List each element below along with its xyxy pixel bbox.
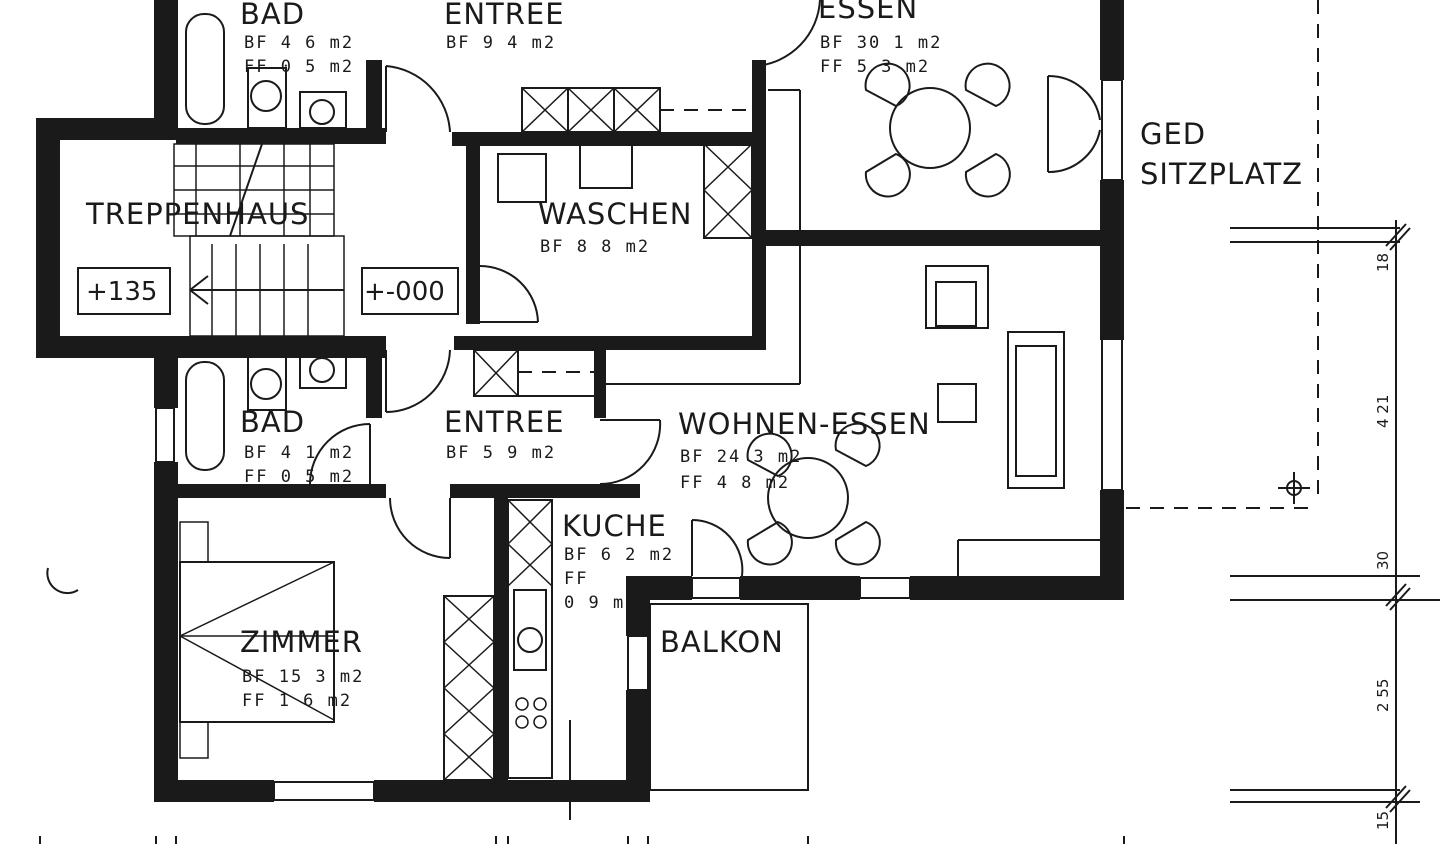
room-label-wohnen-essen: WOHNEN-ESSEN BF 24 3 m2 FF 4 8 m2 [678,407,931,493]
room-bf: BF 5 9 m2 [446,443,556,463]
room-name: WASCHEN [538,197,692,231]
level-left: +135 [86,277,157,307]
room-label-entree-top: ENTREE BF 9 4 m2 [444,0,565,53]
level-box-right [361,267,459,315]
room-label-treppenhaus: TREPPENHAUS [85,197,309,231]
room-bf: BF 24 3 m2 [680,447,802,467]
room-ff: FF 0 5 m2 [244,467,354,487]
room-name: BAD [240,0,305,31]
room-name: WOHNEN-ESSEN [678,407,931,441]
room-label-ged-sitzplatz: GED SITZPLATZ [1140,117,1303,191]
room-bf: BF 30 1 m2 [820,33,942,53]
room-name: KUCHE [562,509,667,543]
room-name: ESSEN [818,0,918,25]
room-name: ENTREE [444,0,565,31]
room-ff: FF 5 3 m2 [820,57,930,77]
room-label-bad-top: BAD BF 4 6 m2 FF 0 5 m2 [240,0,354,77]
staircase [173,143,345,337]
room-name: BAD [240,405,305,439]
door-swings [309,0,1101,577]
ged-line2: SITZPLATZ [1140,157,1303,191]
room-bf: BF 4 6 m2 [244,33,354,53]
room-label-waschen: WASCHEN BF 8 8 m2 [538,197,692,257]
room-ff-value: 0 9 m2 [564,593,637,613]
room-ff: FF 4 8 m2 [680,473,790,493]
room-label-zimmer: ZIMMER BF 15 3 m2 FF 1 6 m2 [240,625,364,711]
ged-line1: GED [1140,117,1206,151]
room-bf: BF 15 3 m2 [242,667,364,687]
level-right: +-000 [364,277,445,307]
room-label-essen: ESSEN BF 30 1 m2 FF 5 3 m2 [818,0,942,77]
dimension-text: 15 [1374,811,1392,830]
room-bf: BF 4 1 m2 [244,443,354,463]
dimension-text: 30 [1374,551,1392,570]
room-name: ZIMMER [240,625,363,659]
room-label-entree-mid: ENTREE BF 5 9 m2 [444,405,565,463]
walls [36,0,1124,802]
dining-table-bottom [746,422,881,566]
dimension-text: 18 [1374,253,1392,272]
room-ff: FF [564,569,588,589]
room-name: ENTREE [444,405,565,439]
dining-table-top [864,62,1011,198]
room-label-balkon: BALKON [660,625,784,659]
fixtures [46,13,1100,820]
room-label-kuche: KUCHE BF 6 2 m2 FF 0 9 m2 [562,509,674,613]
dimension-text: 2 55 [1374,679,1392,712]
windows [39,9,1123,801]
room-bf: BF 9 4 m2 [446,33,556,53]
room-ff: FF 0 5 m2 [244,57,354,77]
room-label-bad-mid: BAD BF 4 1 m2 FF 0 5 m2 [240,405,354,487]
level-box-left [77,267,171,315]
room-bf: BF 6 2 m2 [564,545,674,565]
wardrobe-top [521,87,756,133]
dimension-text: 4 21 [1374,395,1392,428]
room-bf: BF 8 8 m2 [540,237,650,257]
room-ff: FF 1 6 m2 [242,691,352,711]
dimension-lines [39,0,1440,844]
